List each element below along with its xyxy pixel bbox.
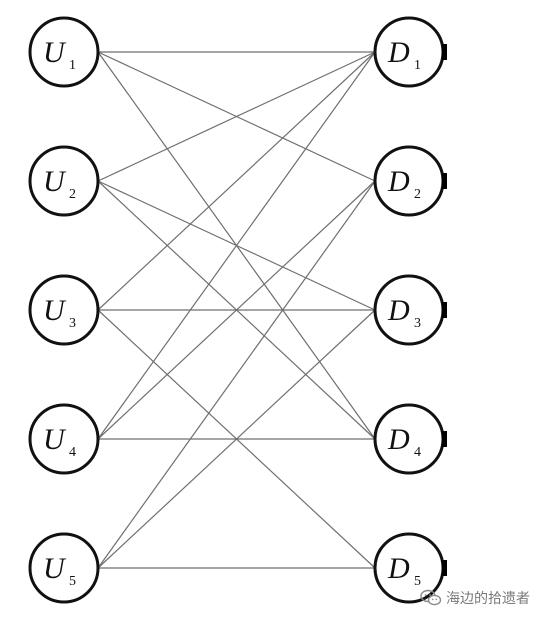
edge-u3-d1 [97,51,376,311]
node-circle [28,532,100,604]
wechat-icon [420,589,442,606]
node-subscript: 2 [414,187,421,202]
node-subscript: 3 [414,316,421,331]
node-subscript: 4 [414,445,421,460]
node-letter: D [387,165,410,198]
node-letter: U [43,165,67,198]
node-subscript: 5 [414,574,421,589]
node-letter: D [387,36,410,69]
edge-u5-d3 [97,309,376,569]
node-circle [28,16,100,88]
edges-layer [97,51,376,569]
node-circle [28,145,100,217]
edge-u5-d2 [97,180,376,569]
node-subscript: 1 [414,58,421,73]
node-letter: D [387,552,410,585]
node-subscript: 3 [69,316,76,331]
node-letter: D [387,294,410,327]
node-subscript: 1 [69,58,76,73]
node-edge-mark [442,560,447,576]
edge-u2-d1 [97,51,376,182]
node-edge-mark [442,431,447,447]
edge-u4-d1 [97,51,376,440]
node-letter: U [43,552,67,585]
node-letter: U [43,423,67,456]
node-edge-mark [442,173,447,189]
node-circle [28,403,100,475]
node-letter: D [387,423,410,456]
watermark-text: 海边的拾遗者 [446,591,530,607]
node-letter: U [43,36,67,69]
node-subscript: 2 [69,187,76,202]
node-subscript: 5 [69,574,76,589]
edge-u4-d2 [97,180,376,440]
node-letter: U [43,294,67,327]
node-circle [28,274,100,346]
watermark: 海边的拾遗者 [420,588,530,608]
node-edge-mark [442,44,447,60]
node-subscript: 4 [69,445,76,460]
node-edge-mark [442,302,447,318]
